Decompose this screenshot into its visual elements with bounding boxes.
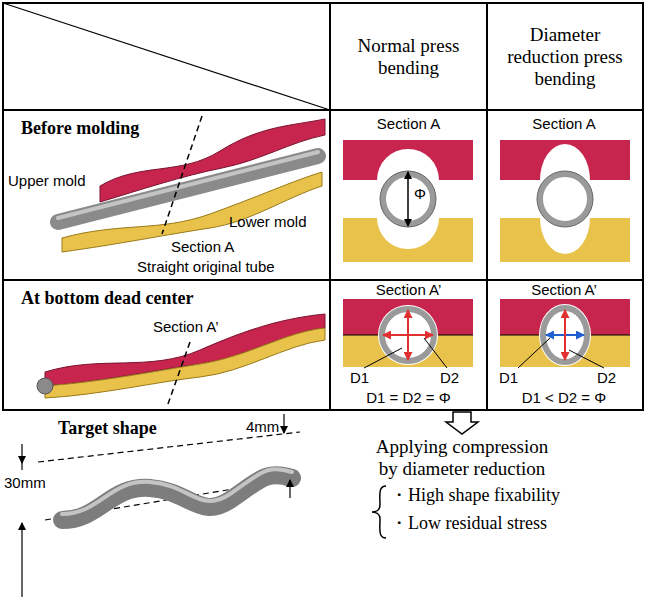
conclusion-text: Applying compression by diameter reducti… [372, 436, 552, 480]
cell-heading: Section A’ [486, 281, 642, 299]
row-line [3, 109, 643, 111]
section-reduction-closed [500, 299, 630, 368]
tube-highlight [58, 152, 318, 218]
part-label: D2 [597, 369, 616, 387]
gap [500, 180, 630, 218]
section-line [168, 342, 190, 404]
part-label: D2 [440, 369, 459, 387]
section-normal-open [343, 140, 473, 262]
part-label: Section A [171, 238, 234, 256]
brace [372, 486, 386, 538]
part-label: Lower mold [229, 213, 307, 231]
dimension-label: 4mm [246, 418, 279, 436]
cell-heading: Diameter reduction press bending [505, 24, 625, 90]
tube-section [543, 308, 587, 362]
dimension-tick [21, 462, 22, 470]
d2-arrow [564, 310, 566, 360]
row-line [3, 279, 643, 281]
cell-heading: Section A [330, 115, 487, 133]
section-cell: Section A’ D1 D2 D1 = D2 = Φ [330, 280, 487, 410]
part-label: D1 < D2 = Φ [486, 389, 642, 407]
figure-title: Target shape [58, 418, 157, 439]
mold-cavity [539, 304, 591, 366]
column-line [486, 3, 488, 410]
leader-line [424, 338, 447, 368]
table-grid [3, 3, 643, 410]
cell-heading: Section A [486, 115, 642, 133]
parting-line [343, 335, 473, 336]
header-cell: Diameter reduction press bending [487, 3, 643, 110]
section-normal-closed [343, 299, 473, 368]
dimension-arrow [283, 414, 284, 433]
tube-outline [380, 171, 436, 227]
part-label: Upper mold [8, 172, 86, 190]
part-label: Straight original tube [137, 258, 275, 276]
leader-line [569, 350, 604, 368]
tube-highlight [62, 469, 292, 514]
section-reduction-open [500, 140, 630, 262]
target-shape [22, 414, 300, 597]
part-label: Φ [414, 185, 426, 203]
cell-heading: At bottom dead center [21, 288, 193, 309]
part-label: D1 = D2 = Φ [330, 389, 487, 407]
leader-line [518, 338, 550, 368]
bent-tube [62, 475, 292, 520]
table-border [3, 3, 643, 410]
tube-outline [537, 171, 593, 227]
diameter-arrow [407, 172, 409, 226]
diagonal-line [3, 3, 330, 110]
header-cell: Normal press bending [330, 3, 487, 110]
section-cell: Section A’ D1 D2 D1 < D2 = Φ [487, 280, 643, 410]
bullet-point: ・High shape fixability [390, 484, 560, 506]
part-label: Section A’ [153, 318, 219, 336]
row-cell: Before moldingUpper moldSection A Lower m… [3, 110, 330, 280]
column-line [329, 3, 331, 410]
section-cell: Section A [487, 110, 643, 280]
d2-arrow [383, 334, 433, 336]
cell-heading: Section A’ [330, 281, 487, 299]
cell-heading: Normal press bending [339, 35, 479, 79]
section-cell: Section A Φ [330, 110, 487, 280]
tube-section [382, 309, 434, 361]
part-label: D1 [499, 369, 518, 387]
lower-mold [45, 328, 325, 398]
part-label: D1 [350, 369, 369, 387]
dimension-label: 30mm [4, 474, 46, 492]
dimension-arrow [21, 444, 22, 463]
down-arrow [446, 412, 478, 434]
dimension-arrow [21, 523, 22, 597]
cell-heading: Before molding [21, 118, 139, 139]
row-cell: At bottom dead centerSection A’ [3, 280, 330, 410]
bullet-point: ・Low residual stress [390, 512, 547, 534]
leader-line [364, 348, 402, 368]
section-line [162, 116, 202, 234]
closed-molds [37, 314, 325, 404]
tube-end [37, 378, 53, 394]
tube-section [540, 174, 590, 224]
dimension-arrow [289, 480, 290, 498]
